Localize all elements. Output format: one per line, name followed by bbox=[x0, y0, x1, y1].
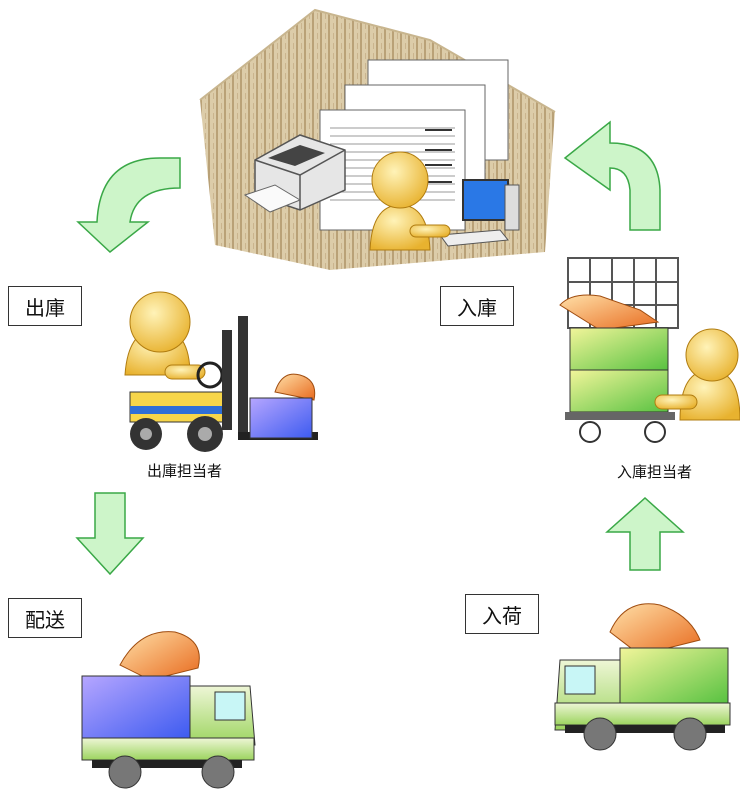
delivery-truck-illustration bbox=[81, 631, 256, 789]
forklift-illustration bbox=[124, 291, 318, 452]
arrival-truck-illustration bbox=[554, 603, 731, 751]
clerk-person-icon bbox=[369, 151, 451, 251]
printer-icon bbox=[243, 134, 346, 213]
arrow-warehouse-to-shipping bbox=[76, 157, 181, 253]
caption-storage-staff: 入庫担当者 bbox=[617, 463, 693, 481]
arrow-shipping-to-delivery bbox=[75, 492, 145, 576]
label-storage-in: 入庫 bbox=[440, 286, 514, 326]
label-arrival: 入荷 bbox=[465, 594, 539, 634]
label-shipping-out: 出庫 bbox=[8, 286, 82, 326]
storage-cart-illustration bbox=[559, 257, 740, 443]
label-delivery: 配送 bbox=[8, 598, 82, 638]
computer-icon bbox=[439, 179, 520, 247]
arrow-storage-to-warehouse bbox=[563, 120, 661, 231]
warehouse-illustration bbox=[199, 8, 556, 270]
arrow-arrival-to-storage bbox=[605, 496, 685, 571]
caption-shipping-staff: 出庫担当者 bbox=[147, 462, 223, 480]
